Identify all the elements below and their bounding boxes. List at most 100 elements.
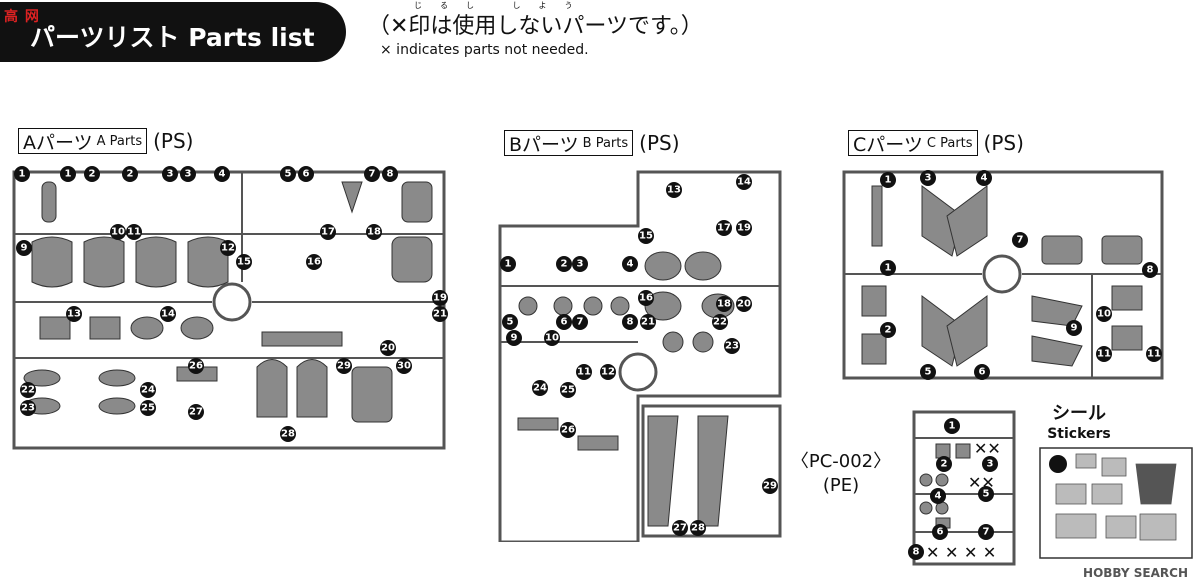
svg-text:1: 1 [19,169,26,180]
svg-text:5: 5 [983,489,990,500]
runner-a-parts [23,181,433,423]
section-a-sub: A Parts [96,133,143,149]
svg-text:7: 7 [1017,235,1024,246]
runner-b-markers: 13 14 15 16 17 19 18 20 1 2 3 4 5 6 7 8 … [500,174,778,536]
section-b-sub: B Parts [582,135,629,151]
stickers-label-en: Stickers [1047,426,1111,442]
svg-text:8: 8 [387,169,394,180]
svg-text:11: 11 [127,227,141,238]
svg-text:10: 10 [111,227,125,238]
section-a-label: Aパーツ [23,131,93,154]
svg-text:28: 28 [691,523,705,534]
svg-text:8: 8 [913,547,920,558]
svg-text:18: 18 [367,227,381,238]
stickers-label-jp: シール [1052,403,1106,424]
section-a-material: (PS) [153,129,194,153]
svg-text:10: 10 [1097,309,1111,320]
svg-text:21: 21 [433,309,447,320]
svg-text:1: 1 [949,421,956,432]
svg-text:25: 25 [561,385,575,396]
svg-text:2: 2 [941,459,948,470]
svg-text:8: 8 [627,317,634,328]
svg-text:12: 12 [601,367,615,378]
svg-text:2: 2 [127,169,134,180]
svg-text:17: 17 [321,227,335,238]
svg-text:1: 1 [65,169,72,180]
svg-text:20: 20 [381,343,395,354]
svg-text:✕✕: ✕✕ [974,439,1001,458]
svg-text:16: 16 [639,293,653,304]
svg-text:1: 1 [885,175,892,186]
svg-text:2: 2 [89,169,96,180]
svg-text:13: 13 [667,185,681,196]
svg-text:16: 16 [307,257,321,268]
runner-a-markers: 1 1 2 2 3 3 4 5 6 7 8 9 10 11 12 13 14 1… [14,166,448,442]
svg-text:2: 2 [561,259,568,270]
svg-text:✕✕: ✕✕ [968,473,995,492]
pc-002-label: 〈PC-002〉 (PE) [786,450,896,498]
svg-text:24: 24 [533,383,547,394]
svg-text:1: 1 [885,263,892,274]
pc-002-unused-marks: ✕✕ ✕✕ ✕ ✕ ✕ ✕ [926,439,1001,562]
svg-text:6: 6 [979,367,986,378]
svg-text:3: 3 [987,459,994,470]
runner-pc-002: 1 2 3 4 5 6 7 8 ✕✕ ✕✕ ✕ ✕ ✕ ✕ [908,410,1016,566]
svg-text:7: 7 [369,169,376,180]
note-jp: （✕印は使用しないパーツです。） [368,14,703,39]
svg-text:3: 3 [185,169,192,180]
svg-text:22: 22 [713,317,727,328]
svg-text:15: 15 [639,231,653,242]
stickers-label: シール Stickers [1034,404,1124,444]
svg-text:4: 4 [627,259,634,270]
svg-text:6: 6 [937,527,944,538]
page-title: パーツリスト Parts list [30,23,315,52]
section-c-label: Cパーツ [853,133,923,156]
runner-c: 1 1 3 4 7 8 2 5 6 9 10 11 11 [842,170,1164,380]
svg-text:28: 28 [281,429,295,440]
svg-text:8: 8 [1147,265,1154,276]
svg-text:3: 3 [925,173,932,184]
svg-text:25: 25 [141,403,155,414]
svg-text:10: 10 [545,333,559,344]
watermark-logo: 高 网 [4,9,40,25]
runner-c-markers: 1 1 3 4 7 8 2 5 6 9 10 11 11 [880,170,1162,380]
svg-text:6: 6 [303,169,310,180]
svg-text:27: 27 [189,407,203,418]
sticker-sheet [1039,447,1193,559]
header-bar [0,2,346,62]
svg-text:3: 3 [577,259,584,270]
pc-002-name: 〈PC-002〉 [790,451,892,472]
svg-text:7: 7 [983,527,990,538]
svg-text:26: 26 [561,425,575,436]
svg-text:14: 14 [161,309,175,320]
svg-text:14: 14 [737,177,751,188]
svg-text:12: 12 [221,243,235,254]
svg-text:11: 11 [1097,349,1111,360]
svg-text:9: 9 [511,333,518,344]
svg-text:22: 22 [21,385,35,396]
svg-text:5: 5 [925,367,932,378]
section-c-sub: C Parts [926,135,973,151]
svg-text:4: 4 [981,173,988,184]
runner-b: 13 14 15 16 17 19 18 20 1 2 3 4 5 6 7 8 … [498,170,782,542]
section-c-material: (PS) [983,131,1024,155]
svg-text:7: 7 [577,317,584,328]
svg-text:19: 19 [737,223,751,234]
pc-002-markers: 1 2 3 4 5 6 7 8 [908,418,998,560]
note-en: × indicates parts not needed. [380,42,589,58]
svg-text:1: 1 [505,259,512,270]
svg-text:19: 19 [433,293,447,304]
svg-text:6: 6 [561,317,568,328]
svg-text:29: 29 [763,481,777,492]
svg-text:✕ ✕ ✕ ✕: ✕ ✕ ✕ ✕ [926,543,996,562]
svg-text:11: 11 [1147,349,1161,360]
runner-b-parts [517,251,735,527]
section-b-material: (PS) [639,131,680,155]
svg-text:29: 29 [337,361,351,372]
svg-text:15: 15 [237,257,251,268]
svg-text:17: 17 [717,223,731,234]
watermark-site: HOBBY SEARCH [1083,566,1188,580]
